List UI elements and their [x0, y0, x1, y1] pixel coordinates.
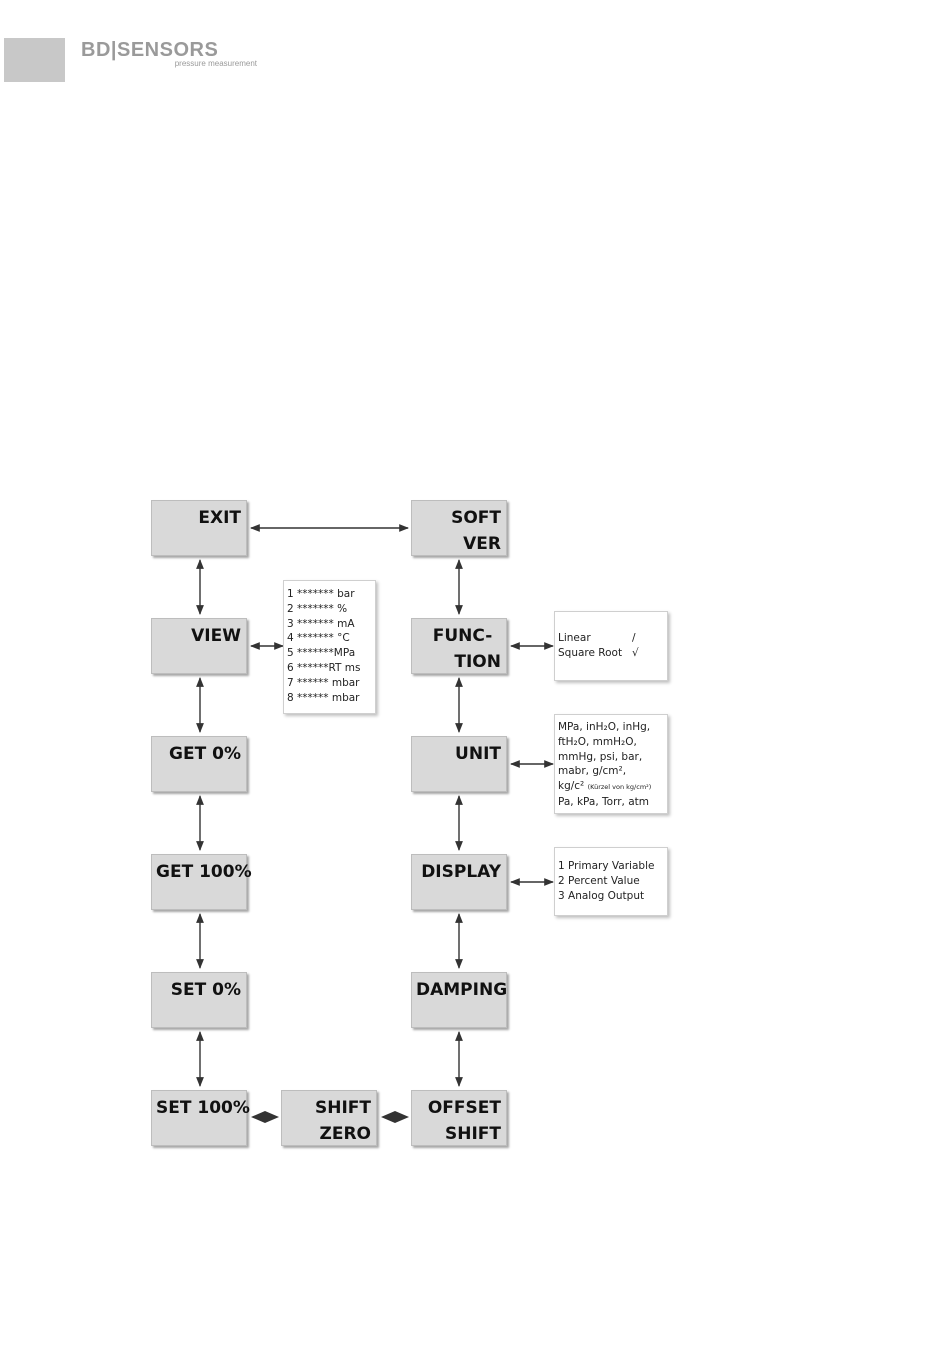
view-options-note: 1 ******* bar 2 ******* % 3 ******* mA 4… [283, 580, 376, 714]
unit-options-note: MPa, inH₂O, inHg, ftH₂O, mmH₂O, mmHg, ps… [554, 714, 668, 814]
function-option: Linear/ [558, 632, 636, 644]
view-option: 7 ****** mbar [287, 676, 360, 689]
view-option: 4 ******* °C [287, 632, 350, 645]
unit-option-line: mabr, g/cm², [558, 765, 627, 778]
unit-abbreviation-note: (Kürzel von kg/cm²) [587, 783, 652, 792]
unit-option-line: kg/c² (Kürzel von kg/cm²) [558, 780, 652, 793]
display-option: 3 Analog Output [558, 889, 645, 902]
menu-set-0: SET 0% [151, 972, 247, 1028]
bd-sensors-logo: BD|SENSORS pressure measurement [81, 39, 261, 73]
connector-set100-shiftzero [251, 1111, 279, 1123]
function-option: Square Root√ [558, 646, 639, 659]
view-option: 8 ****** mbar [287, 691, 360, 704]
menu-set-100: SET 100% [151, 1090, 250, 1146]
menu-exit: EXIT [151, 500, 247, 556]
connector-shiftzero-offset [381, 1111, 409, 1123]
display-options-note: 1 Primary Variable 2 Percent Value 3 Ana… [554, 847, 668, 916]
menu-unit: UNIT [411, 736, 507, 792]
unit-option-line: MPa, inH₂O, inHg, [558, 721, 651, 733]
display-option: 1 Primary Variable [558, 860, 655, 872]
view-option: 6 ******RT ms [287, 661, 361, 674]
unit-option-line: Pa, kPa, Torr, atm [558, 795, 649, 808]
view-option: 2 ******* % [287, 602, 348, 615]
menu-get-0: GET 0% [151, 736, 247, 792]
menu-shift-zero: SHIFT ZERO [281, 1090, 377, 1146]
view-option: 5 *******MPa [287, 647, 356, 660]
header-gray-tab [4, 38, 65, 82]
menu-display: DISPLAY [411, 854, 507, 910]
unit-option-line: ftH₂O, mmH₂O, [558, 735, 637, 748]
menu-damping: DAMPING [411, 972, 507, 1028]
view-option: 3 ******* mA [287, 617, 355, 630]
menu-function: FUNC- TION [411, 618, 507, 674]
display-option: 2 Percent Value [558, 874, 640, 887]
menu-get-100: GET 100% [151, 854, 252, 910]
menu-view: VIEW [151, 618, 247, 674]
function-options-note: Linear/ Square Root√ [554, 611, 668, 681]
menu-soft-ver: SOFT VER [411, 500, 507, 556]
menu-offset-shift: OFFSET SHIFT [411, 1090, 507, 1146]
logo-text: BD|SENSORS [81, 39, 219, 61]
unit-option-line: mmHg, psi, bar, [558, 750, 643, 763]
logo-subtext: pressure measurement [174, 59, 257, 68]
view-option: 1 ******* bar [287, 588, 355, 600]
